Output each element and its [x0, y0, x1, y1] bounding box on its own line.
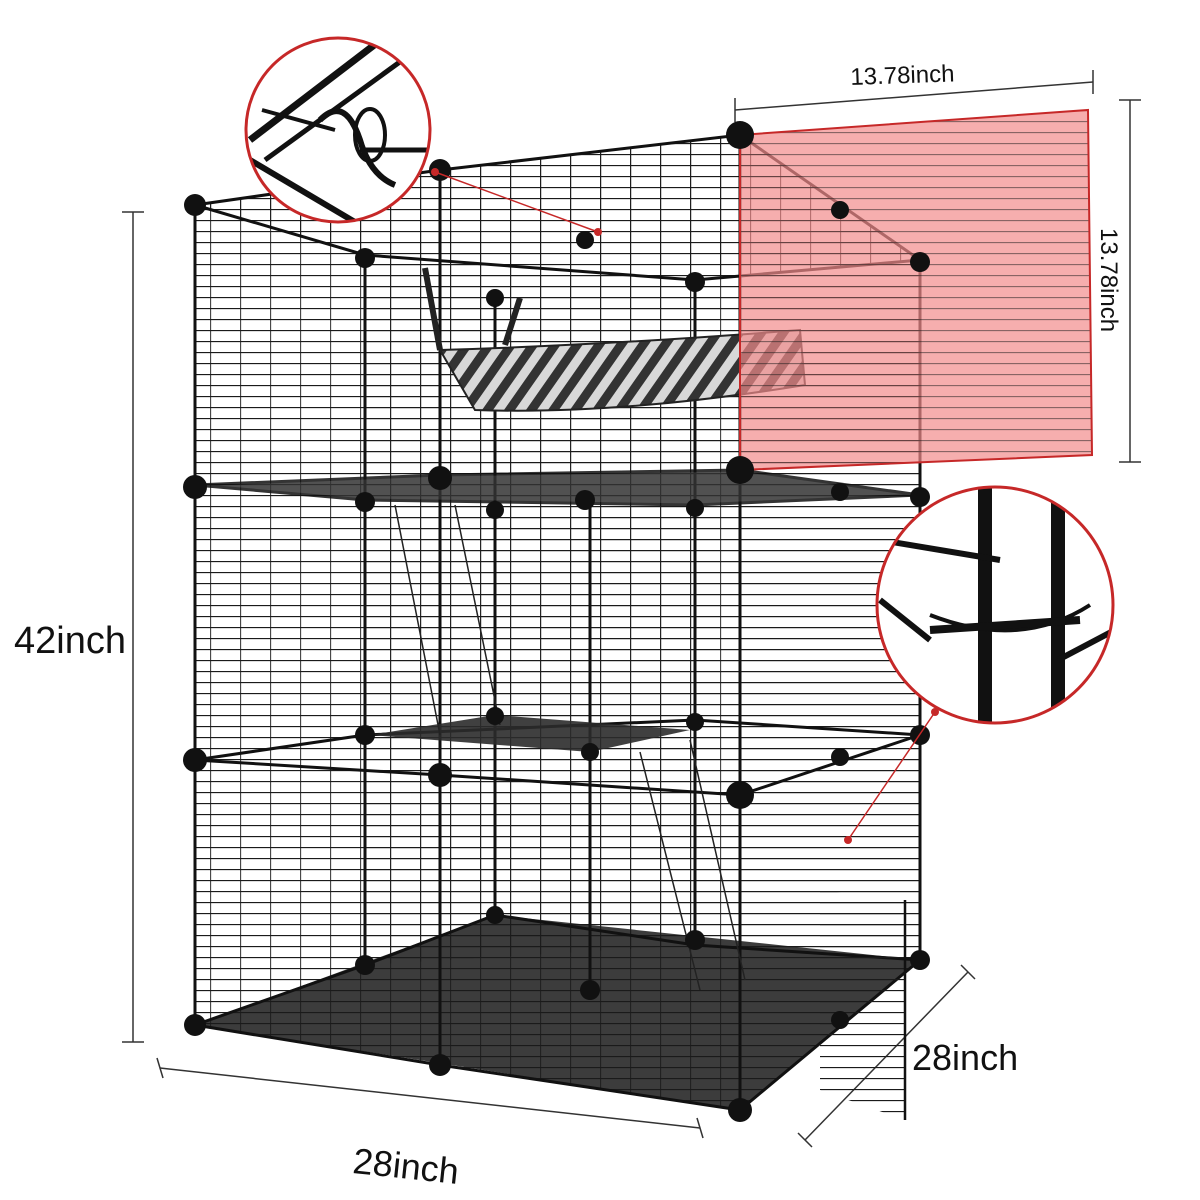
panel-height-label: 13.78inch: [1095, 228, 1122, 333]
cage-left-wall: [195, 170, 440, 1065]
panel-width-label: 13.78inch: [849, 60, 955, 91]
height-label: 42inch: [14, 620, 126, 662]
callout-leader-lines: [434, 171, 936, 841]
zip-tie-callout-top: [244, 36, 432, 224]
small-platform: [370, 715, 690, 752]
depth-label: 28inch: [912, 1037, 1019, 1078]
panel-height-dimension-line: [1119, 99, 1141, 463]
callout-dot: [931, 708, 939, 716]
zip-tie-callout-side: [875, 485, 1115, 725]
callout-dot: [844, 836, 852, 844]
ladder: [394, 504, 746, 991]
connector-knobs: [183, 121, 930, 1122]
callout-dot: [594, 228, 602, 236]
cage-door: [820, 890, 907, 1120]
height-dimension-line: [122, 211, 144, 1043]
panel-width-dimension-line: [734, 70, 1094, 122]
callout-dot: [431, 168, 439, 176]
highlighted-panel: [739, 108, 1094, 472]
width-dimension-line: [156, 1057, 704, 1139]
